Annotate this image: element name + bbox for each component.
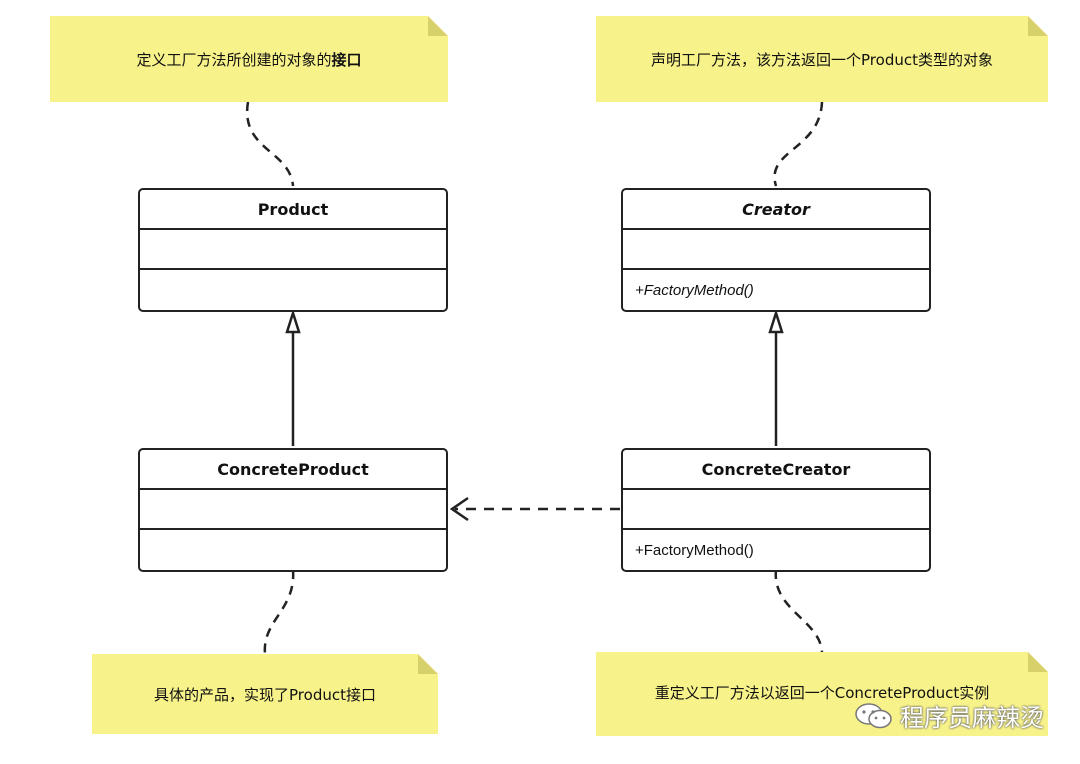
- note-concrete-product: 具体的产品，实现了Product接口: [92, 654, 438, 734]
- note-concrete-product-text: 具体的产品，实现了Product接口: [154, 685, 376, 704]
- watermark-text: 程序员麻辣烫: [900, 704, 1044, 732]
- class-name: ConcreteCreator: [623, 450, 929, 490]
- class-attributes: [140, 230, 446, 270]
- watermark: 程序员麻辣烫: [854, 698, 1044, 733]
- note-anchor-concrete-creator: [774, 569, 824, 653]
- class-name: ConcreteProduct: [140, 450, 446, 490]
- class-attributes: [623, 490, 929, 530]
- class-methods: +FactoryMethod(): [635, 281, 754, 299]
- wechat-icon: [855, 702, 892, 728]
- note-anchor-creator: [773, 101, 824, 187]
- class-product[interactable]: Product: [138, 188, 448, 312]
- class-attributes: [140, 490, 446, 530]
- class-concrete-creator[interactable]: ConcreteCreator +FactoryMethod(): [621, 448, 931, 572]
- note-concrete-creator-text: 重定义工厂方法以返回一个ConcreteProduct实例: [654, 683, 990, 702]
- class-methods: +FactoryMethod(): [635, 541, 754, 559]
- class-concrete-product[interactable]: ConcreteProduct: [138, 448, 448, 572]
- class-name: Creator: [623, 190, 929, 230]
- class-attributes: [623, 230, 929, 270]
- class-methods: [140, 530, 446, 570]
- dependency-arrowhead: [449, 496, 469, 522]
- note-creator-text: 声明工厂方法，该方法返回一个Product类型的对象: [651, 50, 993, 69]
- note-product-text: 定义工厂方法所创建的对象的: [136, 50, 332, 69]
- class-name: Product: [140, 190, 446, 230]
- class-methods: [140, 270, 446, 310]
- note-product-bold: 接口: [331, 50, 362, 69]
- note-product: 定义工厂方法所创建的对象的接口: [50, 16, 448, 102]
- note-creator: 声明工厂方法，该方法返回一个Product类型的对象: [596, 16, 1048, 102]
- inheritance-arrowhead-product: [285, 308, 301, 334]
- inheritance-arrowhead-creator: [768, 308, 784, 334]
- note-anchor-concrete-product: [263, 569, 295, 655]
- note-anchor-product: [245, 101, 295, 187]
- class-creator[interactable]: Creator +FactoryMethod(): [621, 188, 931, 312]
